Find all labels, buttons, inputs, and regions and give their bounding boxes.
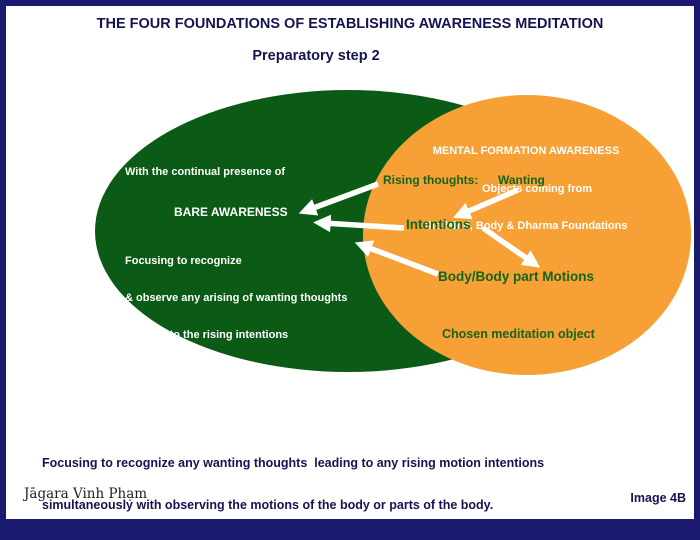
mental-formation-line-2: the Mind, Body & Dharma Foundations bbox=[424, 220, 628, 232]
body-line-2: & observe any arising of wanting thought… bbox=[125, 292, 348, 305]
slide-subtitle: Preparatory step 2 bbox=[252, 48, 380, 64]
arrow-motions-to-bare bbox=[354, 240, 439, 277]
mental-formation-line-1: Objects coming from bbox=[481, 182, 593, 195]
body-line-4: simutaneously with any motions bbox=[125, 366, 295, 379]
arrow-wanting-to-intentions bbox=[452, 187, 520, 220]
slide-title: THE FOUR FOUNDATIONS OF ESTABLISHING AWA… bbox=[96, 16, 604, 32]
mental-formation-heading: MENTAL FORMATION AWARENESS bbox=[432, 145, 620, 157]
body-line-5: of the body or parts of the body motions bbox=[125, 403, 337, 416]
body-line-3: leading to the rising intentions bbox=[125, 329, 289, 342]
chosen-object-label: Chosen meditation object bbox=[442, 327, 595, 341]
author-signature: Jāgara Vinh Phạm bbox=[24, 486, 148, 502]
mental-formation-block: MENTAL FORMATION AWARENESS Objects comin… bbox=[401, 120, 651, 258]
mental-formation-circle bbox=[363, 95, 691, 375]
arrow-intentions-to-motions bbox=[481, 225, 541, 268]
wanting-label: Wanting bbox=[498, 173, 545, 187]
body-line-1: Focusing to recognize bbox=[125, 254, 242, 267]
footer-description: Focusing to recognize any wanting though… bbox=[42, 428, 544, 540]
body-motions-label: Body/Body part Motions bbox=[438, 269, 594, 284]
venn-diagram bbox=[95, 90, 691, 375]
intentions-label: Intentions bbox=[406, 217, 471, 232]
footer-line-2: simultaneously with observing the motion… bbox=[42, 498, 494, 512]
arrow-intentions-to-bare bbox=[313, 214, 405, 233]
arrow-rising-to-bare bbox=[298, 181, 379, 216]
bare-awareness-body: Focusing to recognize & observe any aris… bbox=[125, 230, 347, 441]
footer-line-1: Focusing to recognize any wanting though… bbox=[42, 456, 545, 470]
bare-awareness-heading: BARE AWARENESS bbox=[174, 205, 288, 219]
rising-thoughts-label: Rising thoughts: bbox=[383, 173, 479, 187]
slide: THE FOUR FOUNDATIONS OF ESTABLISHING AWA… bbox=[6, 6, 694, 519]
continual-presence-text: With the continual presence of bbox=[125, 166, 286, 178]
image-label: Image 4B bbox=[630, 491, 686, 505]
